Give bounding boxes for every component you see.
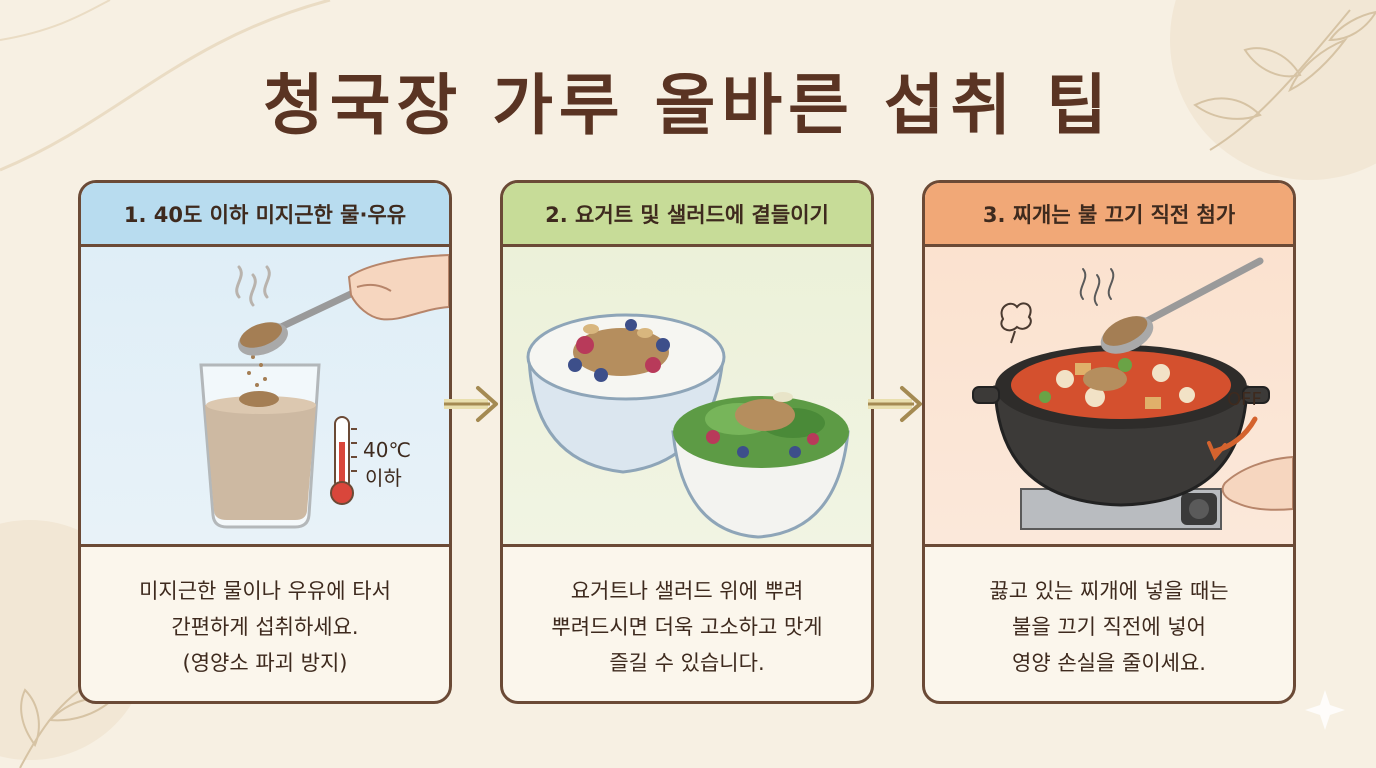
card-line: 요거트나 샐러드 위에 뿌려	[570, 579, 804, 603]
yogurt-bowl-icon	[526, 313, 726, 474]
puff-icon	[1000, 302, 1032, 344]
salad-bowl-icon	[671, 392, 850, 539]
tip-card-yogurt-salad: 2. 요거트 및 샐러드에 곁들이기	[500, 180, 874, 704]
spoon-icon	[1100, 257, 1264, 354]
card-line: 간편하게 섭취하세요.	[171, 615, 359, 639]
card-line: 영양 손실을 줄이세요.	[1012, 651, 1206, 675]
card-line: 미지근한 물이나 우유에 타서	[139, 579, 391, 603]
hand-icon	[1221, 455, 1293, 511]
card-illustration: 40℃ 이하	[81, 247, 449, 547]
card-line: (영양소 파괴 방지)	[182, 651, 348, 675]
card-header: 3. 찌개는 불 끄기 직전 첨가	[925, 183, 1293, 247]
card-line: 즐길 수 있습니다.	[609, 651, 765, 675]
card-line: 불을 끄기 직전에 넣어	[1012, 615, 1206, 639]
below-label: 이하	[365, 466, 402, 490]
card-description: 끓고 있는 찌개에 넣을 때는 불을 끄기 직전에 넣어 영양 손실을 줄이세요…	[925, 547, 1293, 681]
thermometer-icon	[330, 416, 357, 505]
arrow-right-icon	[443, 386, 498, 422]
steam-icon	[1079, 268, 1115, 306]
card-description: 요거트나 샐러드 위에 뿌려 뿌려드시면 더욱 고소하고 맛게 즐길 수 있습니…	[503, 547, 871, 681]
stew-pot-icon	[972, 345, 1270, 507]
card-header: 1. 40도 이하 미지근한 물·우유	[81, 183, 449, 247]
card-illustration: OFF	[925, 247, 1293, 547]
glass-icon	[199, 363, 321, 529]
card-header: 2. 요거트 및 샐러드에 곁들이기	[503, 183, 871, 247]
hand-icon	[347, 253, 449, 321]
tip-card-stew: 3. 찌개는 불 끄기 직전 첨가	[922, 180, 1296, 704]
off-label: OFF	[1227, 389, 1262, 410]
card-description: 미지근한 물이나 우유에 타서 간편하게 섭취하세요. (영양소 파괴 방지)	[81, 547, 449, 681]
steam-icon	[235, 265, 271, 307]
card-line: 끓고 있는 찌개에 넣을 때는	[989, 579, 1229, 603]
temperature-label: 40℃	[363, 438, 411, 462]
card-illustration	[503, 247, 871, 547]
arrow-right-icon	[867, 386, 922, 422]
card-line: 뿌려드시면 더욱 고소하고 맛게	[551, 615, 823, 639]
page-title: 청국장 가루 올바른 섭취 팁	[263, 67, 1113, 144]
tip-card-warm-liquid: 1. 40도 이하 미지근한 물·우유	[78, 180, 452, 704]
